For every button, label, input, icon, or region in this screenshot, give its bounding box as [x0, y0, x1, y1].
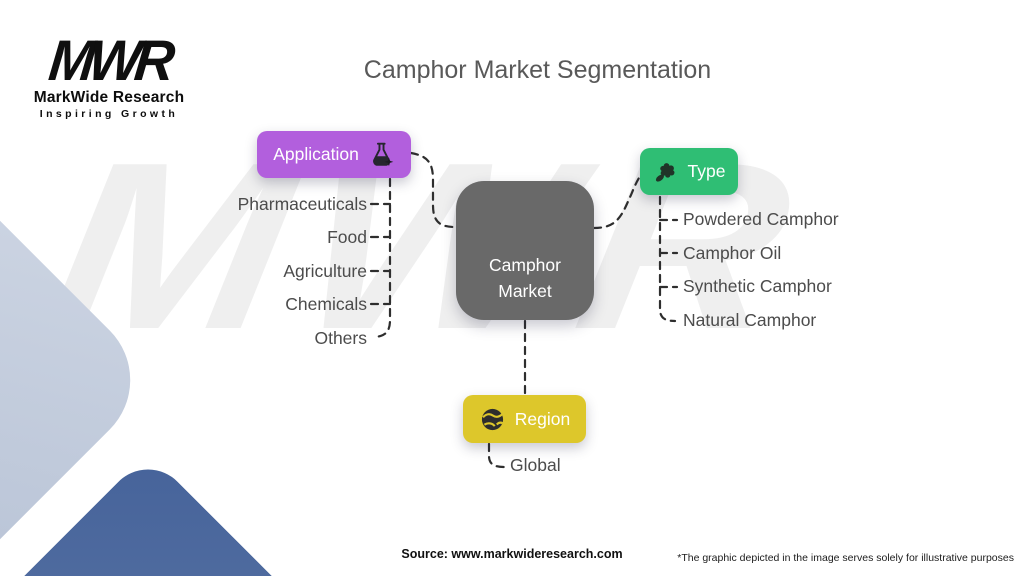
list-item: Chemicals [285, 294, 367, 315]
center-label-line1: Camphor [489, 254, 561, 275]
page-title: Camphor Market Segmentation [363, 56, 712, 84]
disclaimer-text: *The graphic depicted in the image serve… [677, 552, 1014, 564]
logo-mark: MWR [45, 27, 173, 93]
list-item: Camphor Oil [683, 242, 782, 263]
globe-icon [479, 406, 506, 433]
type-items: Powdered Camphor Camphor Oil Synthetic C… [683, 203, 839, 337]
flask-icon [368, 141, 395, 168]
application-items: Pharmaceuticals Food Agriculture Chemica… [120, 188, 367, 355]
region-item-global: Global [510, 455, 561, 475]
source-text: Source: www.markwideresearch.com [401, 547, 623, 561]
list-item: Agriculture [283, 260, 367, 281]
node-application: Application [257, 131, 411, 178]
list-item: Powdered Camphor [683, 209, 839, 229]
logo-tagline: Inspiring Growth [39, 108, 179, 121]
logo-name: MarkWide Research [33, 89, 185, 107]
application-label: Application [273, 144, 359, 164]
region-label: Region [514, 408, 571, 429]
list-item: Natural Camphor [683, 309, 817, 330]
list-item: Synthetic Camphor [683, 276, 832, 296]
node-region: Region [463, 395, 586, 443]
list-item: Pharmaceuticals [237, 194, 367, 214]
markwide-logo: MWR MarkWide Research Inspiring Growth [30, 27, 188, 121]
node-type: Type [640, 148, 738, 195]
list-item: Others [314, 327, 367, 348]
center-label-line2: Market [498, 280, 552, 301]
flower-icon [653, 159, 679, 185]
type-label: Type [687, 161, 726, 181]
node-camphor-market: Camphor Market [456, 181, 594, 320]
list-item: Food [327, 227, 367, 248]
